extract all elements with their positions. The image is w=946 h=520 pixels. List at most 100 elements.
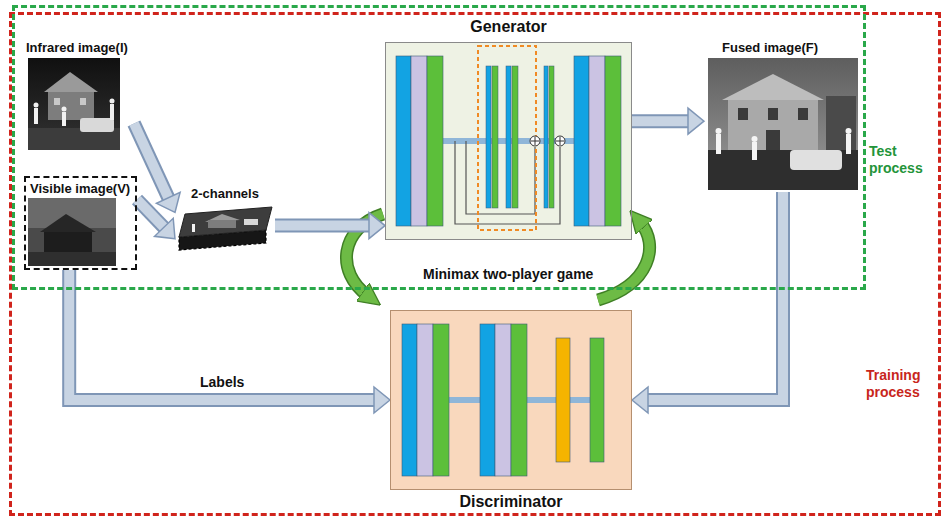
infrared-photo-part bbox=[62, 112, 66, 126]
infrared-photo-part bbox=[54, 98, 60, 105]
generator-network-part bbox=[385, 42, 632, 240]
arrow-shaft bbox=[632, 116, 689, 126]
generator-network-part bbox=[396, 56, 411, 226]
image-output: Fused image(F) bbox=[704, 38, 862, 192]
visible-photo-part bbox=[28, 198, 116, 266]
two-channel-stack-part bbox=[179, 207, 272, 237]
image-heading: Visible image(V) bbox=[26, 181, 130, 197]
two-channel-stack-part bbox=[208, 220, 236, 228]
flow-arrow bbox=[275, 213, 385, 239]
fused-photo-part bbox=[722, 74, 824, 100]
two-channel-stack-part bbox=[192, 224, 195, 232]
fused-photo-part bbox=[752, 136, 758, 142]
flow-arrow bbox=[632, 192, 783, 413]
generator-network-part bbox=[492, 66, 498, 208]
arrow-shaft bbox=[275, 221, 370, 231]
discriminator-network-part bbox=[590, 338, 604, 462]
arrow-head bbox=[369, 213, 385, 239]
generator-network-part bbox=[530, 136, 540, 146]
generator-network-part bbox=[478, 46, 536, 230]
fused-photo-part bbox=[846, 134, 851, 154]
generator-network-part bbox=[506, 66, 511, 208]
image-input: Infrared image(I) bbox=[24, 38, 134, 152]
infrared-photo-part bbox=[62, 107, 67, 112]
infrared-photo-part bbox=[44, 72, 98, 92]
discriminator-network-part bbox=[390, 310, 632, 490]
generator-network-part bbox=[605, 56, 621, 226]
generator-network-part bbox=[556, 137, 564, 145]
generator-network-part bbox=[555, 136, 565, 146]
region-label: Training process bbox=[866, 367, 932, 401]
generator-network-part bbox=[427, 56, 443, 226]
discriminator-network-part bbox=[511, 324, 527, 476]
fused-photo-part bbox=[826, 96, 856, 150]
image-heading: Infrared image(I) bbox=[24, 40, 128, 56]
visible-photo-part bbox=[40, 214, 96, 232]
arrow-head bbox=[155, 218, 175, 239]
fused-photo-part bbox=[766, 130, 780, 150]
fused-photo-part bbox=[738, 108, 748, 120]
arrow-head bbox=[156, 192, 180, 212]
infrared-photo-part bbox=[34, 103, 39, 108]
infrared-photo-part bbox=[34, 108, 38, 124]
generator-network-part bbox=[544, 66, 548, 208]
arrow-shaft bbox=[134, 124, 169, 199]
discriminator-network-part bbox=[417, 324, 433, 476]
generator-network-part bbox=[589, 56, 605, 226]
image-heading: Fused image(F) bbox=[704, 40, 818, 56]
infrared-photo-part bbox=[110, 99, 115, 104]
fused-photo-part bbox=[708, 58, 858, 190]
training-region: Training process Test process Infrared ima… bbox=[9, 12, 941, 516]
generator-box: Generator bbox=[385, 42, 632, 240]
stacked-input: 2-channels bbox=[175, 186, 275, 252]
fused-photo-part bbox=[728, 100, 818, 150]
generator-network-part bbox=[411, 56, 427, 226]
generator-network-part bbox=[512, 66, 518, 208]
discriminator-network bbox=[390, 310, 632, 490]
discriminator-network-part bbox=[402, 324, 417, 476]
infrared-photo bbox=[28, 58, 120, 150]
fused-photo-part bbox=[768, 108, 778, 120]
image-input: Visible image(V) bbox=[24, 176, 137, 270]
caption-label: Minimax two-player game bbox=[423, 266, 593, 283]
flow-arrow bbox=[69, 270, 390, 413]
visible-photo bbox=[28, 198, 116, 266]
flow-arrow bbox=[137, 200, 175, 239]
stack-heading: 2-channels bbox=[175, 186, 275, 202]
generator-network-part bbox=[531, 137, 539, 145]
arrow-outline bbox=[647, 192, 783, 400]
infrared-photo-part bbox=[48, 92, 94, 120]
arrow-shaft bbox=[137, 200, 165, 229]
infrared-photo-part bbox=[110, 104, 114, 120]
region-label: Test process bbox=[869, 143, 933, 177]
visible-photo-part bbox=[28, 252, 116, 266]
fused-photo-part bbox=[798, 108, 808, 120]
fused-photo-part bbox=[716, 128, 722, 134]
infrared-photo-part bbox=[80, 98, 86, 105]
generator-network-part bbox=[466, 141, 535, 214]
generator-network-part bbox=[574, 56, 589, 226]
arrow-outline bbox=[275, 219, 370, 233]
test-region: Test processInfrared image(I)Visible ima… bbox=[12, 5, 866, 290]
discriminator-network-part bbox=[480, 324, 495, 476]
fused-photo bbox=[708, 58, 858, 190]
fused-photo-part bbox=[708, 150, 858, 190]
visible-photo-part bbox=[44, 232, 92, 254]
two-channel-stack-part bbox=[244, 219, 258, 225]
infrared-photo-part bbox=[80, 118, 114, 132]
arrow-head bbox=[632, 387, 648, 413]
network-title: Generator bbox=[386, 17, 631, 36]
discriminator-network-part bbox=[433, 324, 449, 476]
generator-network bbox=[385, 42, 632, 240]
fused-photo-part bbox=[752, 142, 757, 160]
fused-photo-part bbox=[846, 128, 852, 134]
edge-label: Labels bbox=[198, 374, 246, 391]
infrared-photo-part bbox=[28, 58, 120, 150]
arrow-head bbox=[374, 387, 390, 413]
discriminator-network-part bbox=[495, 324, 511, 476]
arrow-outline bbox=[137, 200, 165, 229]
flow-arrow bbox=[632, 108, 704, 134]
